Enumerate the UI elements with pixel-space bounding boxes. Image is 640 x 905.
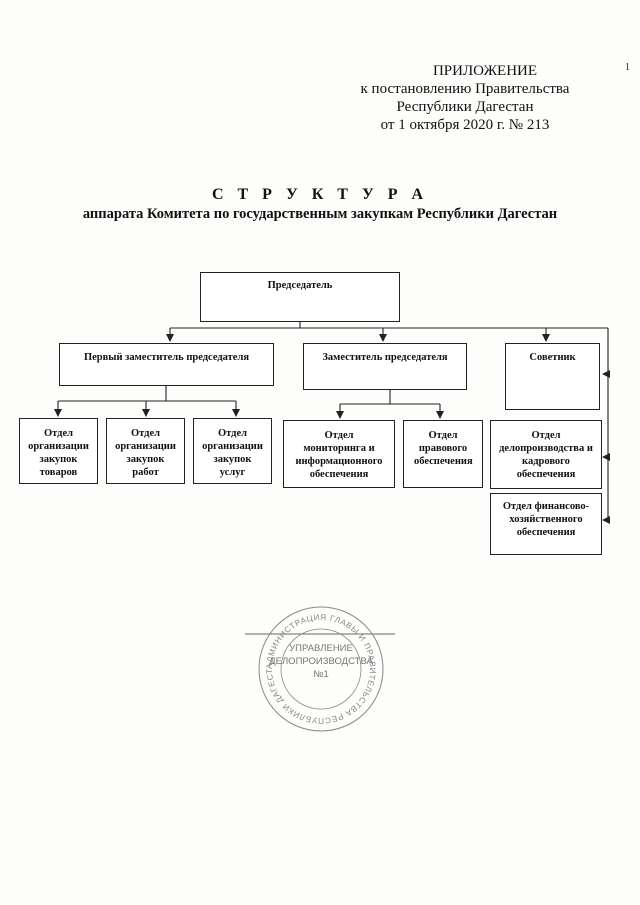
dept-works-box: Отдел организации закупок работ xyxy=(106,418,185,484)
dept-finance-box: Отдел финансово-хозяйственного обеспечен… xyxy=(490,493,602,555)
stamp-number: №1 xyxy=(313,669,329,680)
stamp-ring-icon: АДМИНИСТРАЦИЯ ГЛАВЫ И ПРАВИТЕЛЬСТВА РЕСП… xyxy=(253,597,384,732)
appendix-title: ПРИЛОЖЕНИЕ xyxy=(432,63,538,79)
dept-monitoring-box: Отдел мониторинга и информационного обес… xyxy=(283,420,395,488)
advisor-box: Советник xyxy=(505,343,600,410)
structure-subtitle: аппарата Комитета по государственным зак… xyxy=(82,206,558,222)
appendix-block: ПРИЛОЖЕНИЕ к постановлению Правительства… xyxy=(330,62,600,134)
deputy-box: Заместитель председателя xyxy=(303,343,467,390)
stamp-center-text: УПРАВЛЕНИЕ ДЕЛОПРОИЗВОДСТВА №1 xyxy=(256,642,386,681)
appendix-line: к постановлению Правительства xyxy=(360,81,570,97)
stamp-seal: АДМИНИСТРАЦИЯ ГЛАВЫ И ПРАВИТЕЛЬСТВА РЕСП… xyxy=(253,597,386,734)
stamp-line: ДЕЛОПРОИЗВОДСТВА xyxy=(269,656,373,667)
appendix-line: Республики Дагестан xyxy=(396,99,534,115)
structure-title: С Т Р У К Т У Р А xyxy=(211,186,429,203)
dept-legal-box: Отдел правового обеспечения xyxy=(403,420,483,488)
stamp-line: УПРАВЛЕНИЕ xyxy=(289,643,353,654)
first-deputy-box: Первый заместитель председателя xyxy=(59,343,274,386)
page-corner-mark: 1 xyxy=(625,62,630,73)
chairman-box: Председатель xyxy=(200,272,400,322)
appendix-date: от 1 октября 2020 г. № 213 xyxy=(380,117,550,133)
dept-goods-box: Отдел организации закупок товаров xyxy=(19,418,98,484)
dept-records-box: Отдел делопроизводства и кадрового обесп… xyxy=(490,420,602,489)
dept-services-box: Отдел организации закупок услуг xyxy=(193,418,272,484)
